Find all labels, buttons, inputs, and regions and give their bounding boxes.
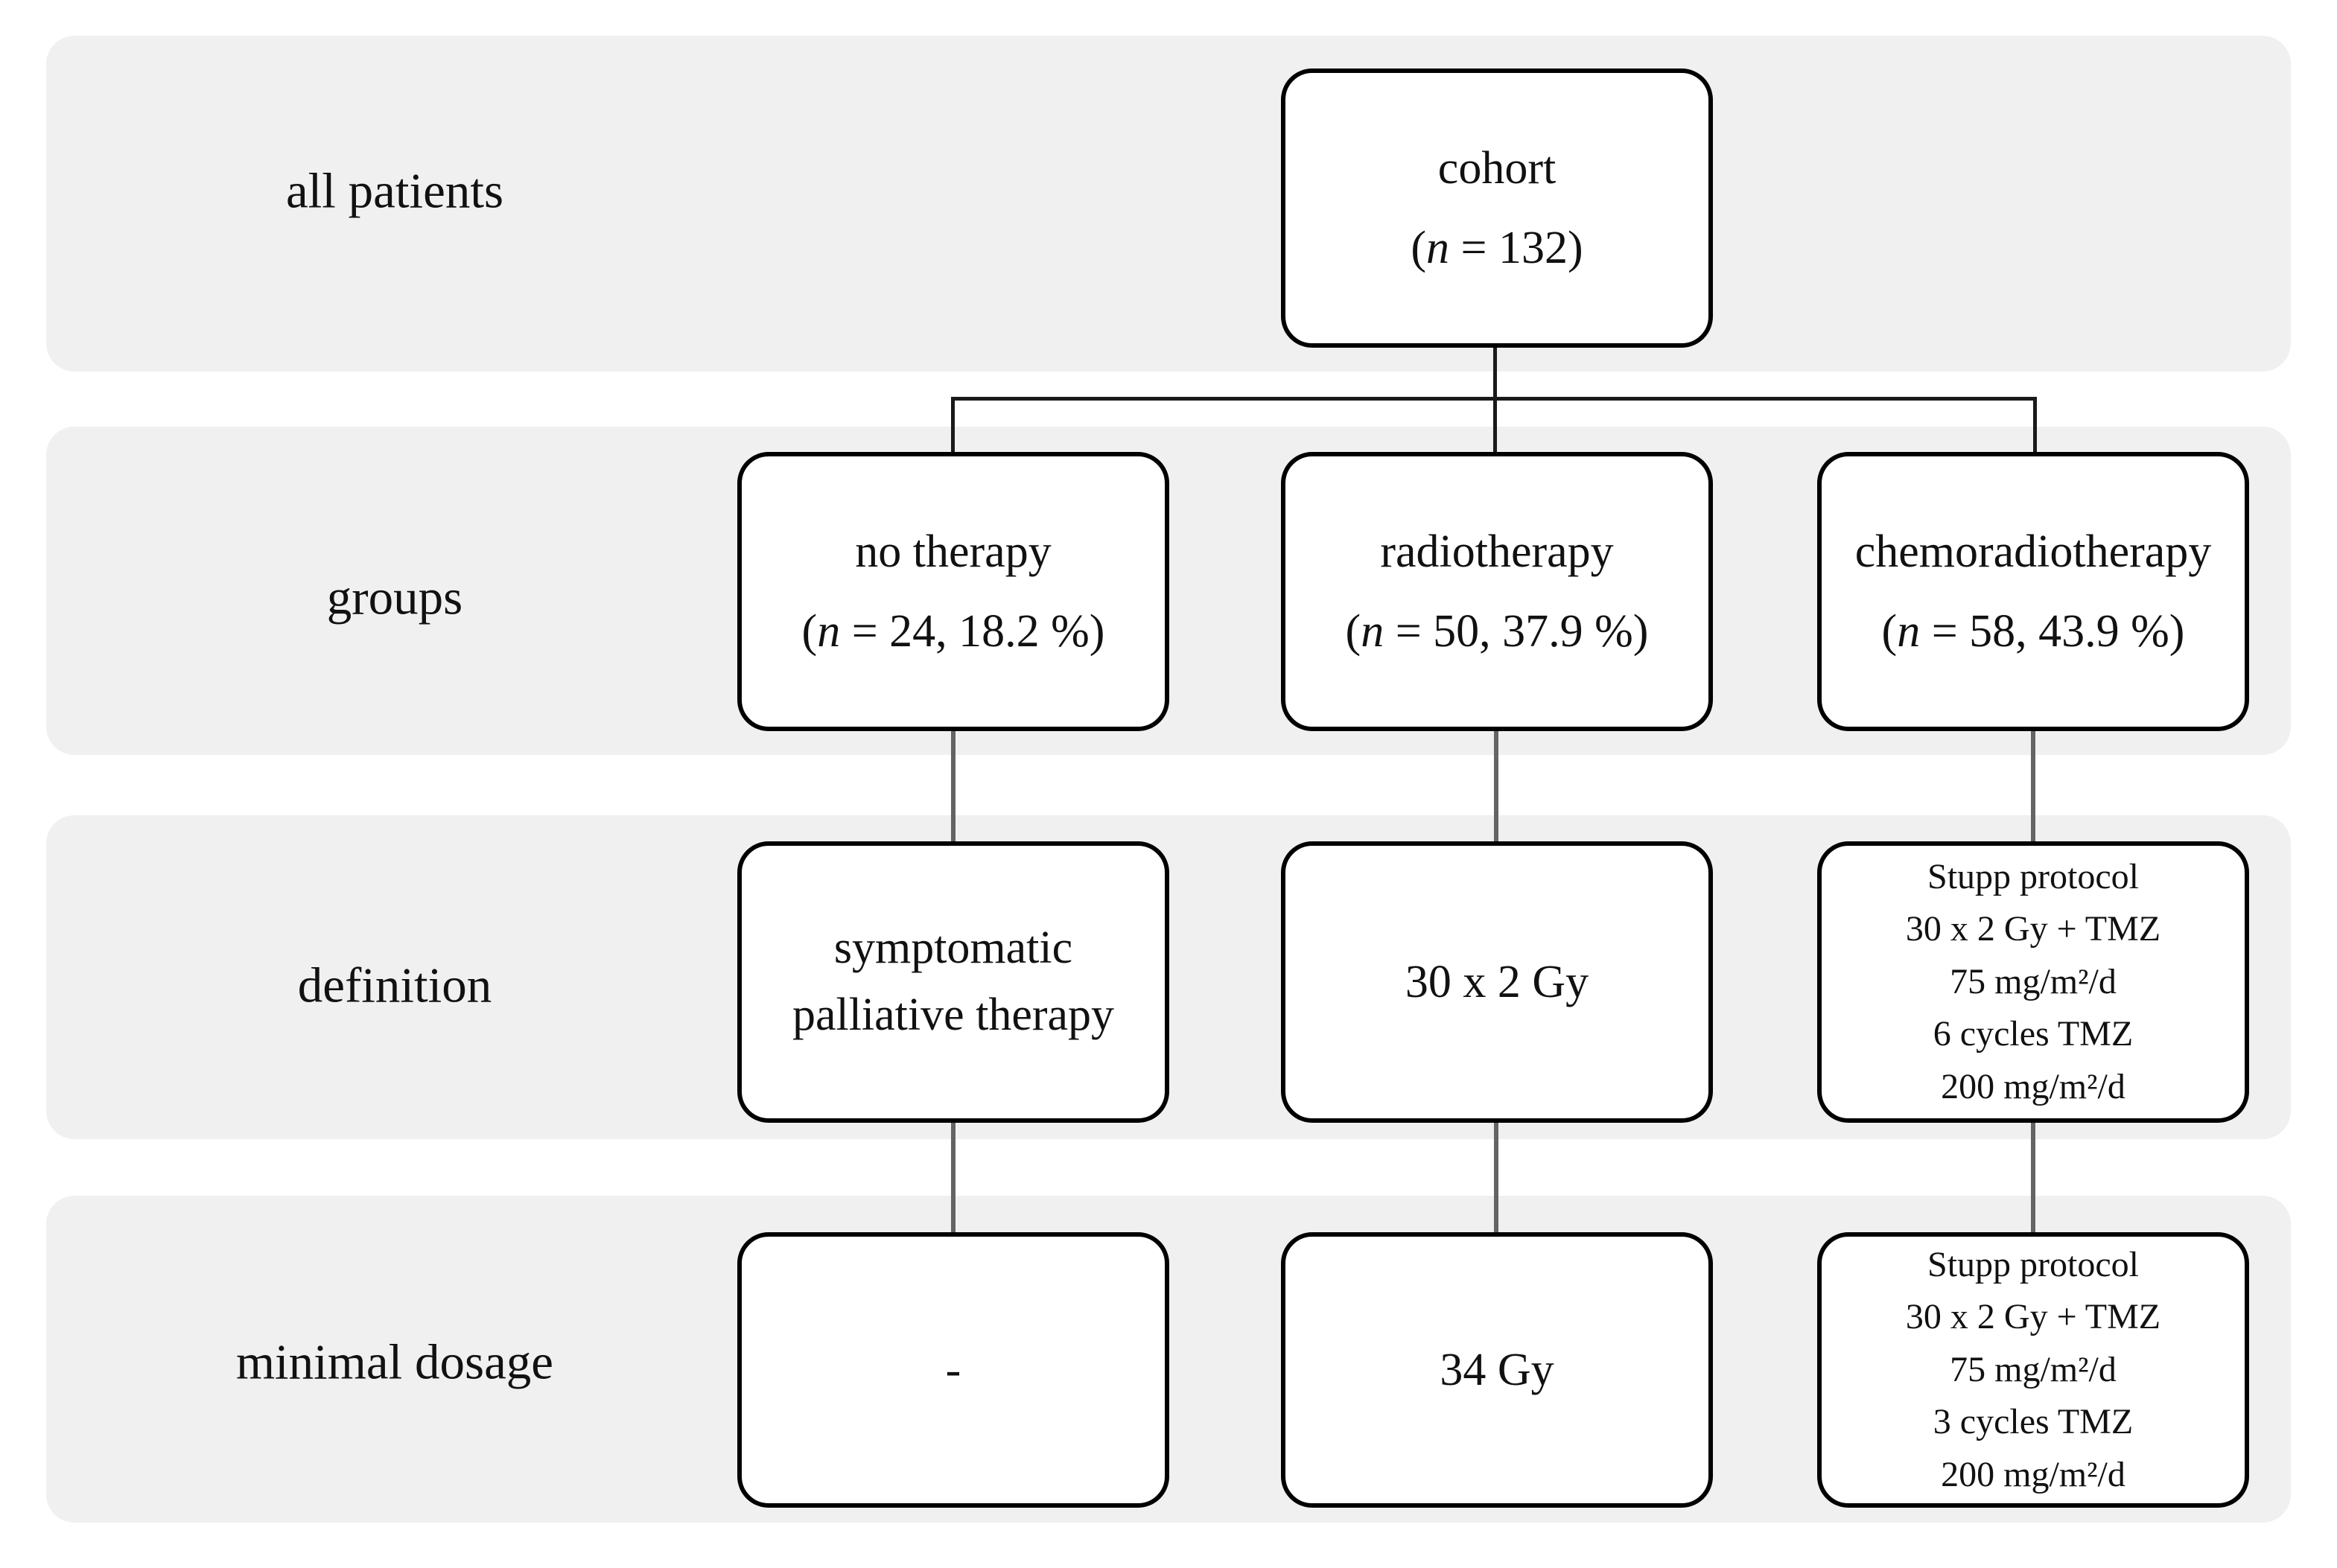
cohort-title: cohort [1437,142,1557,194]
connector-definition-minimal-col3 [2031,1121,2035,1234]
group-box-radiotherapy: radiotherapy (n = 50, 37.9 %) [1281,452,1713,731]
definition-line: palliative therapy [792,989,1115,1040]
cohort-box: cohort (n = 132) [1281,68,1713,348]
row-label-groups: groups [326,570,463,625]
definition-box-no-therapy: symptomatic palliative therapy [737,841,1169,1123]
minimal-dosage-line: Stupp protocol [1927,1244,2139,1284]
minimal-dosage-line: 30 x 2 Gy + TMZ [1905,1297,2161,1337]
group-stats: (n = 58, 43.9 %) [1881,605,2185,657]
definition-box-radiotherapy: 30 x 2 Gy [1281,841,1713,1123]
minimal-dosage-line: - [945,1344,961,1395]
minimal-dosage-box-chemoradiotherapy: Stupp protocol 30 x 2 Gy + TMZ 75 mg/m²/… [1817,1232,2249,1508]
connector-cohort-down [1493,346,1497,398]
band-all-patients [46,36,2291,372]
group-title: no therapy [855,526,1052,577]
connector-groups-definition-col3 [2031,730,2035,843]
group-box-chemoradiotherapy: chemoradiotherapy (n = 58, 43.9 %) [1817,452,2249,731]
row-label-minimal-dosage: minimal dosage [235,1334,554,1390]
minimal-dosage-line: 75 mg/m²/d [1950,1349,2117,1389]
connector-groups-definition-col1 [951,730,956,843]
definition-line: 75 mg/m²/d [1950,961,2117,1001]
connector-definition-minimal-col1 [951,1121,956,1234]
minimal-dosage-box-radiotherapy: 34 Gy [1281,1232,1713,1508]
definition-line: 30 x 2 Gy + TMZ [1905,909,2161,949]
connector-definition-minimal-col2 [1494,1121,1498,1234]
definition-line: 30 x 2 Gy [1405,956,1589,1007]
group-title: chemoradiotherapy [1854,526,2212,577]
connector-groups-definition-col2 [1494,730,1498,843]
definition-line: Stupp protocol [1927,856,2139,896]
cohort-stats: (n = 132) [1411,222,1583,273]
minimal-dosage-line: 200 mg/m²/d [1941,1454,2125,1494]
minimal-dosage-box-no-therapy: - [737,1232,1169,1508]
definition-box-chemoradiotherapy: Stupp protocol 30 x 2 Gy + TMZ 75 mg/m²/… [1817,841,2249,1123]
group-title: radiotherapy [1380,526,1614,577]
definition-line: 6 cycles TMZ [1933,1014,2134,1054]
connector-branch-middle [1493,398,1497,453]
minimal-dosage-line: 34 Gy [1440,1344,1554,1395]
group-stats: (n = 50, 37.9 %) [1345,605,1649,657]
definition-line: 200 mg/m²/d [1941,1066,2125,1106]
connector-branch-left [951,398,955,453]
group-box-no-therapy: no therapy (n = 24, 18.2 %) [737,452,1169,731]
connector-branch-right [2033,398,2037,453]
group-stats: (n = 24, 18.2 %) [801,605,1105,657]
row-label-all-patients: all patients [285,163,504,219]
minimal-dosage-line: 3 cycles TMZ [1933,1402,2134,1442]
row-label-definition: definition [297,957,492,1013]
definition-line: symptomatic [833,922,1073,974]
